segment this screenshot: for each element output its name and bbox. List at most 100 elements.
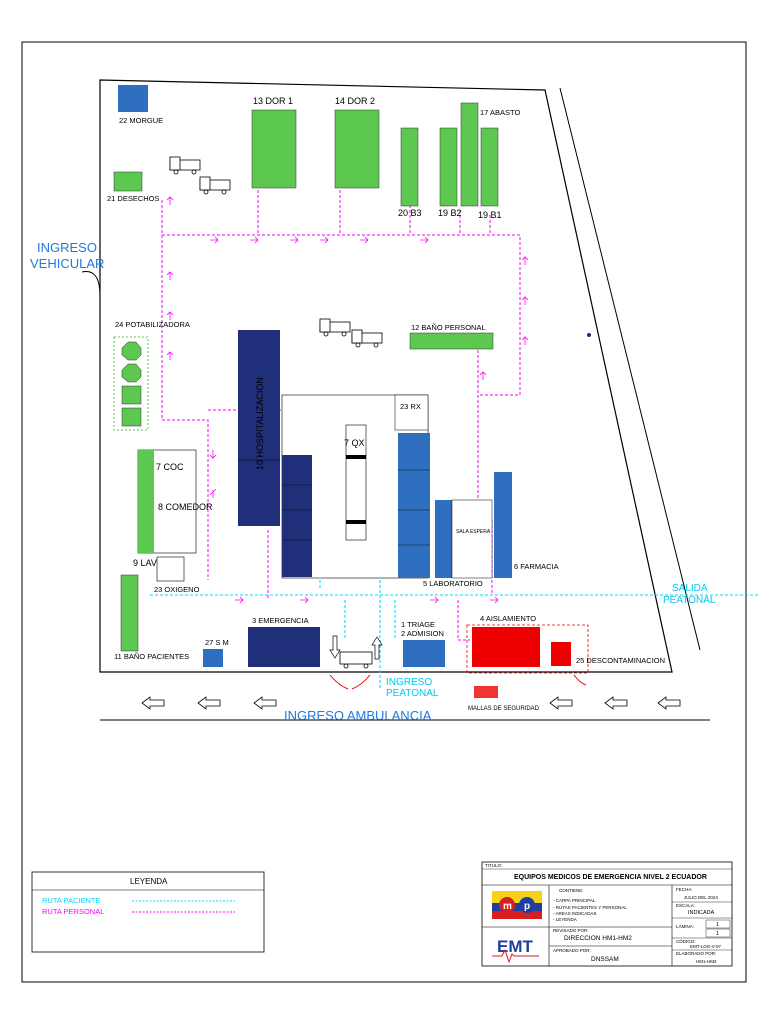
route-arrows: [166, 196, 529, 604]
descontaminacion-building: [551, 642, 571, 666]
title-block: m p EMT TITULO: EQUIPOS MEDICOS DE EMERG…: [481, 861, 733, 967]
lab-block: [398, 433, 430, 578]
ekg-icon: [492, 948, 539, 964]
triage-building: [403, 640, 445, 667]
b1-building: [480, 127, 499, 207]
lab-dividers: [398, 469, 430, 546]
morgue-building: [118, 85, 148, 112]
hospitalizacion-building: [238, 330, 280, 526]
dor2-label: 14 DOR 2: [335, 96, 375, 106]
site-boundary: [99, 79, 673, 673]
bano-pacientes-building: [120, 574, 139, 652]
tank-icon: [121, 341, 142, 361]
legend-title: LEYENDA: [130, 877, 168, 886]
vehicular-gate: [81, 271, 101, 297]
codigo-value: EMT-LOG-V-07: [690, 944, 722, 949]
lav-label: 9 LAV: [133, 558, 157, 568]
sala-espera-label: SALA ESPERA: [456, 529, 491, 535]
ward-block: [282, 455, 312, 577]
desechos-building: [113, 171, 143, 192]
b2-building: [439, 127, 458, 207]
b1-label: 19 B1: [478, 210, 502, 220]
morgue-label: 22 MORGUE: [119, 116, 163, 125]
filter-unit: [121, 407, 142, 427]
escala-caption: ESCALA:: [676, 903, 695, 908]
revisado-caption: REVISADO POR:: [553, 928, 589, 933]
ingreso-peatonal-label-2: PEATONAL: [386, 688, 439, 699]
sala-espera: [451, 499, 493, 579]
abasto-building: [460, 102, 479, 207]
qx-label: 7 QX: [344, 438, 365, 448]
coc-label: 7 COC: [156, 462, 184, 472]
salida-peatonal-label-1: SALIDA: [672, 583, 708, 594]
emergencia-label: 3 EMERGENCIA: [252, 616, 309, 625]
logo-m: m: [503, 901, 512, 912]
oxigeno-label: 23 OXIGENO: [154, 585, 200, 594]
marker-dot: [587, 333, 591, 337]
emergencia-building: [248, 627, 320, 667]
sala-espera-block: [435, 500, 452, 578]
escala-value: INDICADA: [688, 910, 715, 916]
titulo-caption: TITULO:: [485, 863, 502, 868]
ward-dividers: [282, 484, 312, 541]
aprobado-value: DNSSAM: [591, 956, 619, 963]
gates: [329, 674, 587, 690]
bano-personal-label: 12 BAÑO PERSONAL: [411, 323, 486, 332]
page-frame: [21, 41, 747, 983]
fecha-value: JULIO DEL 2024: [684, 895, 718, 900]
dor1-label: 13 DOR 1: [253, 96, 293, 106]
aislamiento-area: [466, 624, 589, 674]
truck-icon: [199, 176, 231, 195]
hospitalizacion-label: 10 HOSPITALIZACION: [255, 377, 265, 470]
mallas-label: MALLAS DE SEGURIDAD: [468, 706, 540, 712]
b3-label: 20 B3: [398, 208, 422, 218]
ingreso-ambulancia-label: INGRESO AMBULANCIA: [284, 708, 432, 723]
descontaminacion-label: 25 DESCONTAMINACION: [576, 656, 665, 665]
truck-icon: [319, 318, 351, 337]
ambulance-icon: [339, 651, 373, 669]
aislamiento-label: 4 AISLAMIENTO: [480, 614, 536, 623]
lav-building: [156, 556, 185, 582]
codigo-caption: CÓDIGO:: [676, 938, 696, 944]
qx-room: [345, 424, 367, 541]
msp-logo: m p: [492, 891, 542, 919]
coc-building: [138, 450, 154, 553]
truck-icon: [351, 329, 383, 348]
farmacia-building: [494, 472, 512, 578]
security-fence-icon: [474, 686, 498, 698]
road-arrows: [141, 696, 681, 710]
b2-label: 19 B2: [438, 208, 462, 218]
contiene-item: - AREAS INDICADAS: [553, 911, 597, 916]
potabilizadora-label: 24 POTABILIZADORA: [115, 320, 190, 329]
admision-label: 2 ADMISION: [401, 629, 444, 638]
rx-room: [394, 394, 429, 431]
bano-pacientes-label: 11 BAÑO PACIENTES: [114, 652, 189, 661]
title-text: EQUIPOS MEDICOS DE EMERGENCIA NIVEL 2 EC…: [514, 874, 707, 881]
contiene-caption: CONTIENE:: [559, 888, 584, 893]
salida-peatonal-label-2: PEATONAL: [663, 595, 716, 606]
contiene-item: - LEYENDA: [553, 917, 577, 922]
dor2-building: [334, 109, 380, 189]
lamina-value-1: 1: [716, 922, 719, 928]
dor1-building: [251, 109, 297, 189]
logo-p: p: [524, 901, 530, 912]
fecha-caption: FECHA:: [676, 887, 693, 892]
contiene-item: - RUTAS PACIENTES Y PERSONAL: [553, 905, 627, 910]
filter-unit: [121, 385, 142, 405]
entry-arrow-down: [329, 635, 341, 659]
qx-bed: [346, 520, 366, 524]
lamina-value-2: 1: [716, 931, 719, 937]
potabilizadora-area: [113, 336, 149, 431]
elaborado-value: HM1-HM2: [696, 959, 717, 964]
ingreso-vehicular-label-2: VEHICULAR: [30, 256, 104, 271]
qx-bed: [346, 455, 366, 459]
comedor-label: 8 COMEDOR: [158, 502, 213, 512]
b3-building: [400, 127, 419, 207]
bano-personal-building: [409, 332, 494, 350]
contiene-item: - CARPA PRINCIPAL: [553, 898, 596, 903]
farmacia-label: 6 FARMACIA: [514, 562, 559, 571]
aislamiento-building: [472, 627, 540, 667]
legend-patient-label: RUTA PACIENTE: [42, 896, 100, 905]
aprobado-caption: APROBADO POR:: [553, 948, 591, 953]
